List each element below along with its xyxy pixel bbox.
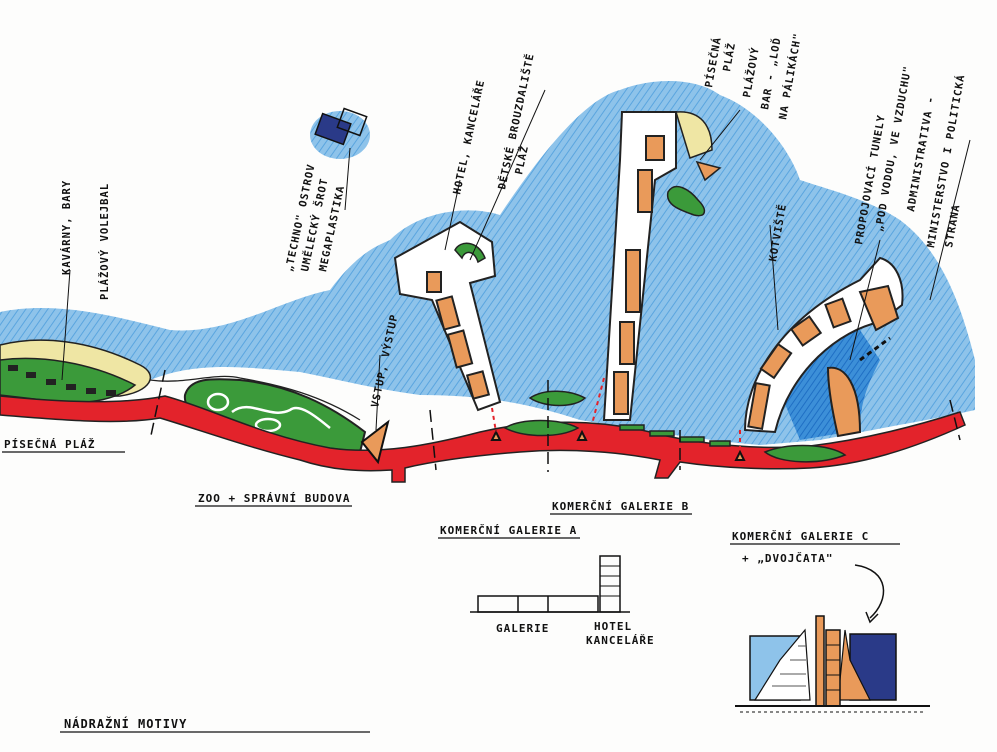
label-pisecna-top-1: PÍSEČNÁ bbox=[702, 36, 724, 89]
techno-island bbox=[310, 107, 370, 159]
label-admin-1: ADMINISTRATIVA - bbox=[905, 95, 937, 212]
label-admin-3: STRANA bbox=[943, 203, 962, 248]
label-plazovy: PLÁŽOVÝ VOLEJBAL bbox=[98, 183, 111, 300]
elevation-galerie-a bbox=[470, 555, 630, 613]
label-pisecna-plaz: PÍSEČNÁ PLÁŽ bbox=[4, 438, 95, 451]
beach-pavilions bbox=[8, 365, 116, 396]
promenade-curve bbox=[149, 375, 361, 421]
road-parks bbox=[503, 390, 847, 463]
label-galerie-a: KOMERČNÍ GALERIE A bbox=[440, 524, 577, 537]
pier-long bbox=[602, 111, 722, 421]
label-underlines bbox=[2, 451, 900, 733]
label-bar-1: PLÁŽOVÝ bbox=[740, 46, 762, 99]
label-dvojcata: + „DVOJČATA" bbox=[742, 552, 833, 565]
zoo-paths bbox=[206, 392, 331, 433]
pier-hotel bbox=[393, 220, 502, 412]
leader-lines bbox=[61, 89, 971, 431]
section-lines bbox=[149, 369, 961, 472]
main-road bbox=[0, 395, 966, 483]
elevation-galerie-c bbox=[735, 564, 930, 713]
label-zoo: ZOO + SPRÁVNÍ BUDOVA bbox=[198, 492, 350, 505]
dashed-connections bbox=[491, 377, 741, 452]
pier-arc bbox=[743, 256, 904, 438]
label-galerie-small: GALERIE bbox=[496, 622, 549, 635]
label-hotel: HOTEL, KANCELÁŘE bbox=[450, 78, 487, 195]
label-kavarny: KAVÁRNY, BARY bbox=[60, 180, 73, 275]
label-galerie-c: KOMERČNÍ GALERIE C bbox=[732, 530, 869, 543]
label-galerie-b: KOMERČNÍ GALERIE B bbox=[552, 500, 689, 513]
entry-markers bbox=[360, 419, 746, 465]
label-pisecna-top-2: PLÁŽ bbox=[720, 41, 738, 72]
label-detske-2: PLÁŽ bbox=[512, 144, 531, 175]
label-hotel-small-2: KANCELÁŘE bbox=[586, 634, 655, 647]
label-hotel-small-1: HOTEL bbox=[594, 620, 632, 633]
label-nadrazni: NÁDRAŽNÍ MOTIVY bbox=[64, 716, 187, 731]
